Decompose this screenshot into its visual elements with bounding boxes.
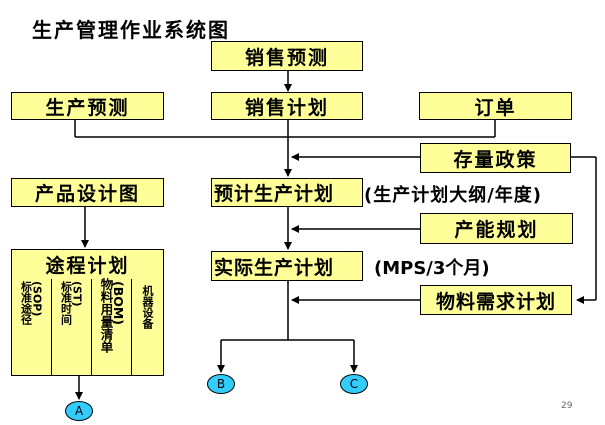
box-material-requirements-plan: 物料需求计划 (420, 285, 572, 315)
routing-column: 标准时间 (ST) (51, 279, 91, 375)
connector-c: C (340, 374, 368, 394)
routing-column-label: 标准途径 (19, 281, 33, 325)
routing-column-label: 物料用量清单 (98, 278, 114, 353)
connector-b: B (207, 374, 235, 394)
page-title: 生产管理作业系统图 (32, 18, 230, 42)
routing-column-label: 机器设备 (141, 285, 154, 329)
box-product-design: 产品设计图 (11, 178, 164, 207)
routing-column: 标准途径 (SOP) (12, 281, 51, 373)
box-sales-plan: 销售计划 (211, 92, 363, 120)
page-number: 29 (561, 401, 573, 411)
box-actual-production-plan: 实际生产计划 (211, 251, 363, 281)
box-routing-plan: 途程计划 (11, 249, 164, 280)
routing-column-code: (ST) (70, 281, 84, 307)
box-inventory-policy: 存量政策 (420, 143, 571, 173)
routing-column-code: (SOP) (30, 281, 44, 317)
box-capacity-planning: 产能规划 (420, 213, 573, 244)
routing-column: 机器设备 (131, 279, 163, 375)
box-production-forecast: 生产预测 (11, 92, 164, 120)
estimated-plan-note: (生产计划大纲/年度) (364, 185, 543, 206)
routing-column: 物料用量清单 (BOM) (91, 278, 131, 375)
box-orders: 订单 (419, 92, 572, 120)
box-sales-forecast: 销售预测 (211, 41, 363, 71)
box-estimated-production-plan: 预计生产计划 (211, 178, 363, 207)
routing-column-code: (BOM) (111, 281, 126, 326)
routing-plan-table: 标准途径 (SOP) 标准时间 (ST) 物料用量清单 (BOM) 机器设备 (11, 278, 164, 376)
actual-plan-note: (MPS/3个月) (374, 258, 490, 279)
routing-column-label: 标准时间 (59, 281, 73, 325)
connector-a: A (65, 401, 93, 421)
